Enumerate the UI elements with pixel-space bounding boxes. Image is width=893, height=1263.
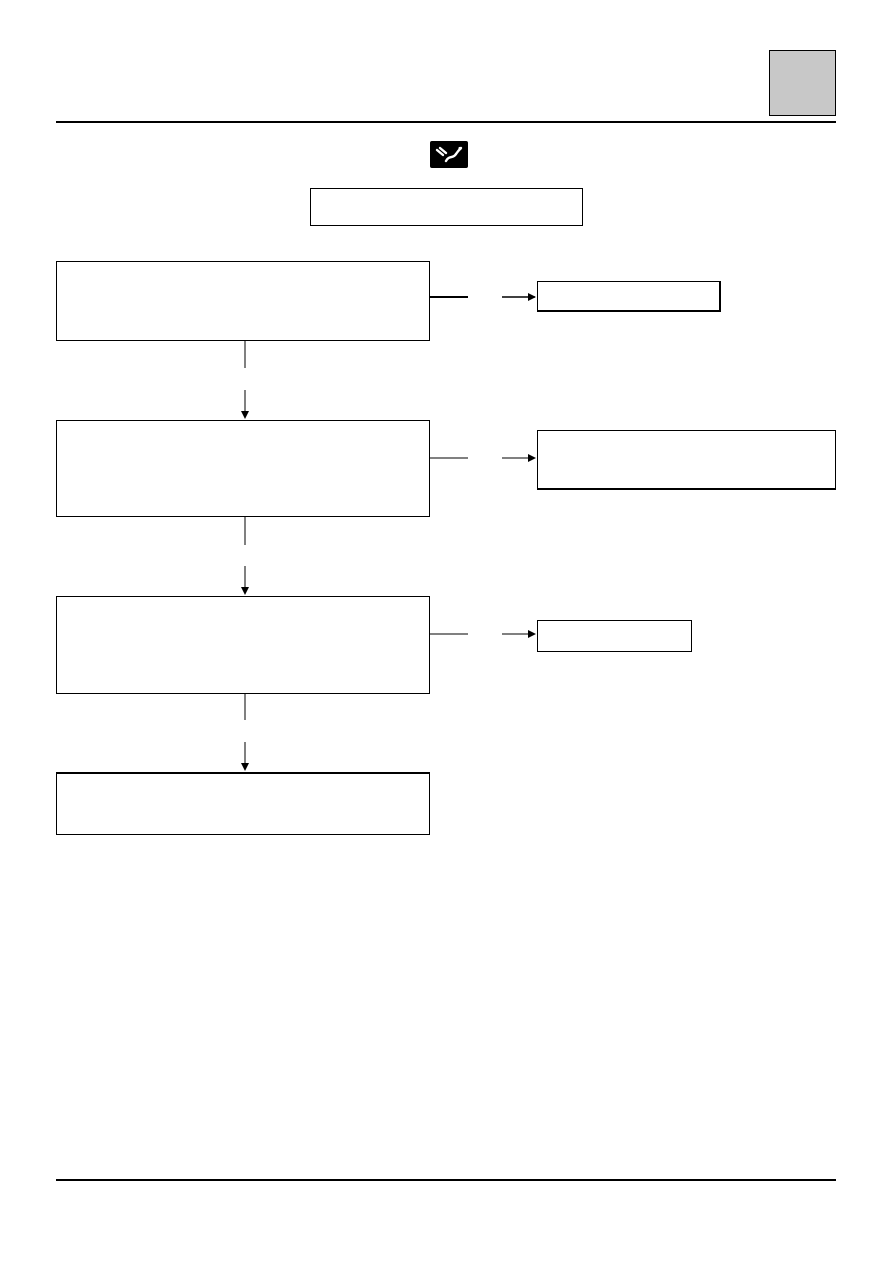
diagram-title-box: [310, 188, 583, 226]
section-tab: [769, 50, 836, 116]
outcome-box-3: [537, 620, 692, 652]
header-rule: [56, 121, 836, 123]
footer-rule: [56, 1179, 836, 1181]
step-box-1: [56, 261, 430, 341]
air-vent-icon: [430, 141, 468, 168]
outcome-box-1: [537, 281, 721, 312]
outcome-box-2: [537, 430, 836, 490]
step-box-3: [56, 596, 430, 694]
step-box-2: [56, 420, 430, 517]
step-box-4: [56, 772, 430, 835]
